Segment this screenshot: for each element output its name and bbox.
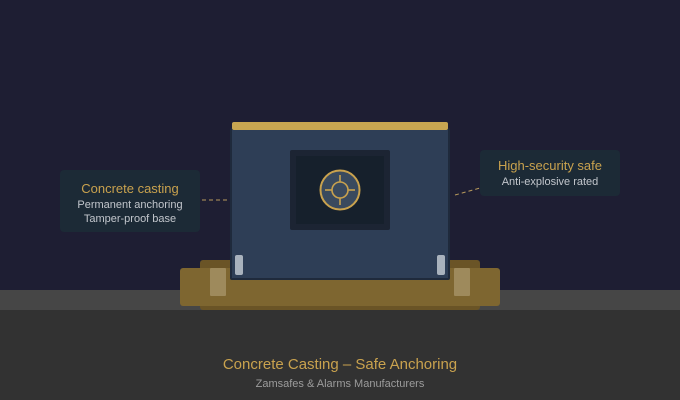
anchor-bolt-left — [210, 268, 226, 296]
callout-concrete-casting: Concrete casting Permanent anchoring Tam… — [60, 170, 200, 232]
safe-foot-left — [235, 255, 243, 275]
callout-high-security-safe: High-security safe Anti-explosive rated — [480, 150, 620, 196]
callout-heading: Concrete casting — [81, 181, 179, 196]
callout-heading: High-security safe — [497, 158, 603, 173]
anchor-bolt-right — [454, 268, 470, 296]
safe-top-trim — [232, 122, 448, 130]
callout-line: Tamper-proof base — [83, 213, 177, 225]
ground — [0, 310, 680, 400]
diagram-title: Concrete Casting – Safe Anchoring — [222, 356, 458, 373]
combination-dial-icon — [318, 168, 362, 212]
safe-foot-right — [437, 255, 445, 275]
diagram-subtitle: Zamsafes & Alarms Manufacturers — [255, 378, 425, 390]
callout-line: Anti-explosive rated — [501, 176, 599, 188]
callout-line: Permanent anchoring — [77, 199, 183, 211]
leader-line-safe — [454, 187, 481, 196]
